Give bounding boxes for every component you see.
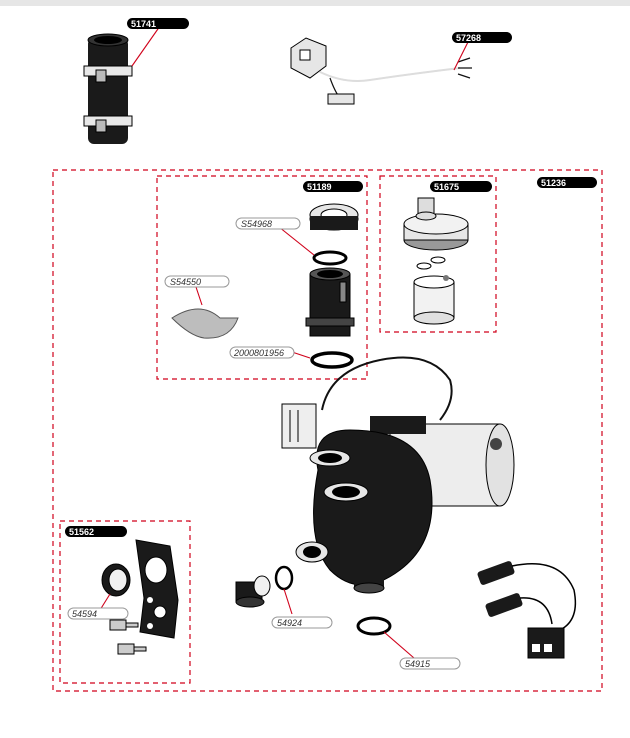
label-54594: 54594 <box>67 607 129 620</box>
nut-part <box>309 203 359 231</box>
o-ring-54924 <box>274 565 294 615</box>
mounting-bracket-part <box>135 539 179 639</box>
svg-text:57268: 57268 <box>456 33 481 43</box>
svg-text:51675: 51675 <box>434 182 459 192</box>
svg-text:51741: 51741 <box>131 19 156 29</box>
part-number-badge-51675: 51675 <box>430 181 492 192</box>
part-number-badge-51236: 51236 <box>537 177 597 188</box>
svg-text:51236: 51236 <box>541 178 566 188</box>
o-ring-s54968 <box>278 226 348 266</box>
washer-parts <box>416 256 446 270</box>
kit-frame-51236 <box>52 169 603 692</box>
label-54924: 54924 <box>271 616 333 629</box>
label-s54550: S54550 <box>164 275 230 288</box>
motor-can-part <box>413 275 455 325</box>
top-band <box>0 0 630 6</box>
part-number-badge-57268: 57268 <box>452 32 512 43</box>
svg-text:54924: 54924 <box>277 618 302 628</box>
o-ring-2000801956 <box>291 351 354 369</box>
label-s54968: S54968 <box>235 217 301 230</box>
sensor-harness-part <box>477 561 577 659</box>
svg-text:54915: 54915 <box>405 659 431 669</box>
label-2000801956: 2000801956 <box>229 346 295 359</box>
gasket-54594 <box>99 563 131 611</box>
svg-text:51189: 51189 <box>307 182 332 192</box>
kit-frame-51562 <box>59 520 191 684</box>
label-54915: 54915 <box>399 657 461 670</box>
svg-text:2000801956: 2000801956 <box>233 348 284 358</box>
part-number-badge-51189: 51189 <box>303 181 363 192</box>
pipe-fitting-part <box>305 267 355 337</box>
screw-parts <box>109 619 147 655</box>
cable-part-57268 <box>290 37 472 105</box>
kit-frame-51675 <box>379 175 497 333</box>
pump-assembly <box>281 356 515 594</box>
motor-cap-part <box>403 197 469 251</box>
svg-text:51562: 51562 <box>69 527 94 537</box>
hose-part-51741 <box>83 25 161 144</box>
part-number-badge-51562: 51562 <box>65 526 127 537</box>
o-ring-54915 <box>356 616 415 659</box>
kit-frame-51189 <box>156 175 368 380</box>
svg-text:S54968: S54968 <box>241 219 272 229</box>
part-number-badge-51741: 51741 <box>127 18 189 29</box>
svg-text:S54550: S54550 <box>170 277 201 287</box>
svg-text:54594: 54594 <box>72 609 97 619</box>
clip-s54550 <box>171 286 239 339</box>
union-nut-part <box>235 575 271 608</box>
